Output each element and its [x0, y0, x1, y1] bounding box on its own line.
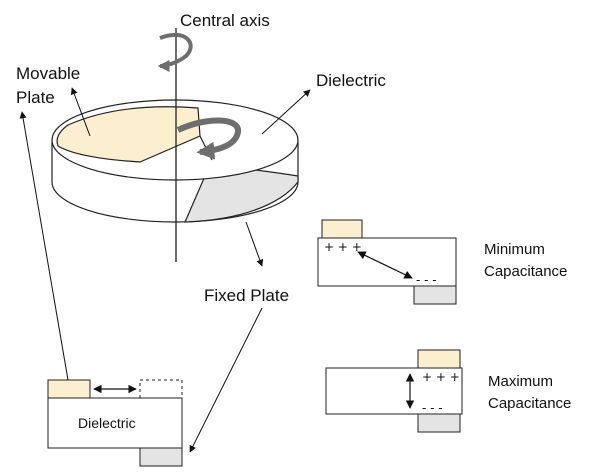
min-fixed-plate: [413, 285, 457, 305]
max-plus-signs: + + +: [422, 370, 460, 384]
max-fixed-plate: [417, 413, 461, 433]
axis-rotation-icon: [157, 32, 193, 72]
side-dielectric: [47, 397, 183, 449]
central-axis-label: Central axis: [180, 11, 270, 30]
max-minus-signs: - - -: [422, 401, 443, 415]
fixed-plate-long-leader: [189, 307, 263, 453]
side-movable-plate-ghost: [139, 379, 183, 399]
movable-plate-label-line2: Plate: [16, 88, 55, 107]
minimum-capacitance-diagram: + + + - - -: [317, 219, 457, 305]
min-separation-icon: [357, 251, 413, 279]
min-movable-plate: [321, 219, 363, 239]
maximum-label-line2: Capacitance: [488, 395, 571, 412]
movable-plate-leader: [70, 87, 91, 137]
side-movable-plate: [47, 379, 91, 399]
minimum-label-line1: Minimum: [484, 241, 545, 258]
movable-plate-long-leader: [19, 111, 69, 381]
disc-capacitor: [51, 28, 299, 262]
movable-plate-label-line1: Movable: [16, 64, 80, 83]
side-fixed-plate: [139, 447, 183, 467]
side-view-diagram: Dielectric: [47, 379, 183, 467]
maximum-capacitance-diagram: + + + - - -: [325, 349, 463, 433]
min-minus-signs: - - -: [416, 273, 437, 287]
maximum-label-line1: Maximum: [488, 373, 553, 390]
dielectric-leader: [261, 89, 311, 135]
fixed-plate-label: Fixed Plate: [204, 286, 289, 305]
max-dielectric: [325, 367, 463, 415]
dielectric-top-label: Dielectric: [316, 71, 386, 90]
minimum-label-line2: Capacitance: [484, 263, 567, 280]
side-dielectric-label: Dielectric: [78, 415, 136, 431]
movable-plate: [56, 106, 201, 163]
max-movable-plate: [417, 349, 461, 369]
fixed-plate-leader: [245, 221, 264, 267]
plate-rotation-icon: [176, 117, 241, 160]
min-plus-signs: + + +: [324, 240, 362, 254]
